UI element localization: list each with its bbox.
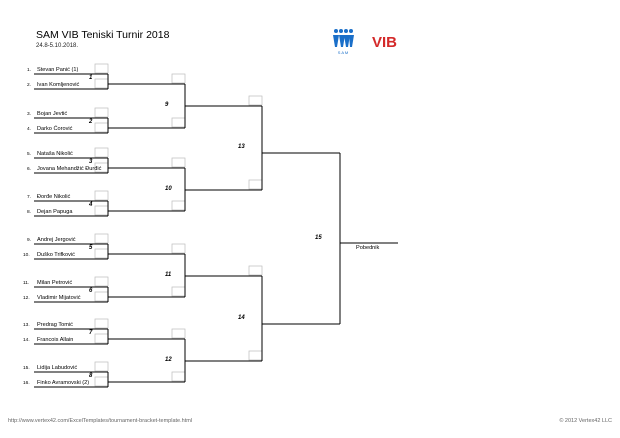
score-box[interactable] bbox=[94, 233, 109, 244]
player-seed: 3. bbox=[27, 112, 32, 117]
score-box[interactable] bbox=[171, 73, 186, 84]
player-name[interactable]: Nataša Nikolić bbox=[37, 151, 73, 157]
player-name[interactable]: Ivan Komljenović bbox=[37, 82, 80, 88]
match-number: 2 bbox=[89, 118, 93, 125]
player-seed: 2. bbox=[27, 83, 32, 88]
player-seed: 1. bbox=[27, 68, 32, 73]
score-box[interactable] bbox=[94, 291, 109, 302]
player-seed: 14. bbox=[23, 338, 30, 343]
sam-logo: S A M bbox=[333, 29, 354, 55]
score-box[interactable] bbox=[94, 63, 109, 74]
player-seed: 9. bbox=[27, 238, 32, 243]
score-box[interactable] bbox=[94, 248, 109, 259]
match-number: 14 bbox=[238, 314, 245, 321]
page-title: SAM VIB Teniski Turnir 2018 bbox=[36, 29, 170, 41]
player-name[interactable]: Francois Allain bbox=[37, 337, 74, 343]
player-name[interactable]: Andrej Jergović bbox=[37, 237, 76, 243]
score-box[interactable] bbox=[94, 333, 109, 344]
player-name[interactable]: Dejan Papuga bbox=[37, 209, 73, 215]
player-name[interactable]: Milan Petrović bbox=[37, 280, 73, 286]
score-box[interactable] bbox=[248, 179, 263, 190]
score-box[interactable] bbox=[248, 350, 263, 361]
player-seed: 6. bbox=[27, 167, 32, 172]
player-name[interactable]: Bojan Jevtić bbox=[37, 111, 68, 117]
tournament-dates: 24.8-5.10.2018. bbox=[36, 43, 79, 49]
match-number: 5 bbox=[89, 244, 93, 251]
player-name[interactable]: Darko Ćorović bbox=[37, 126, 73, 132]
score-box[interactable] bbox=[171, 371, 186, 382]
match-number: 13 bbox=[238, 144, 245, 150]
score-box[interactable] bbox=[171, 200, 186, 211]
match-number: 10 bbox=[165, 185, 172, 192]
score-box[interactable] bbox=[94, 107, 109, 118]
score-box[interactable] bbox=[94, 318, 109, 329]
match-number: 9 bbox=[165, 102, 169, 108]
match-number: 6 bbox=[89, 287, 93, 294]
player-name[interactable]: Finko Avramovski (2) bbox=[37, 380, 90, 386]
footer-copyright: © 2012 Vertex42 LLC bbox=[559, 418, 612, 424]
player-seed: 13. bbox=[23, 323, 30, 328]
score-box[interactable] bbox=[94, 205, 109, 216]
match-number: 15 bbox=[315, 234, 322, 241]
vib-logo: VIB bbox=[372, 34, 397, 51]
player-seed: 12. bbox=[23, 296, 30, 301]
player-seed: 7. bbox=[27, 195, 32, 200]
svg-text:VIB: VIB bbox=[372, 34, 397, 51]
score-box[interactable] bbox=[94, 276, 109, 287]
score-box[interactable] bbox=[171, 157, 186, 168]
footer-url[interactable]: http://www.vertex42.com/ExcelTemplates/t… bbox=[8, 418, 193, 424]
sponsor-logos: S A M VIB bbox=[333, 29, 397, 55]
player-seed: 4. bbox=[27, 127, 32, 132]
match-number: 11 bbox=[165, 271, 172, 278]
player-seed: 15. bbox=[23, 366, 30, 371]
score-box[interactable] bbox=[171, 328, 186, 339]
match-number: 8 bbox=[89, 372, 93, 379]
match-number: 12 bbox=[165, 356, 172, 363]
score-box[interactable] bbox=[248, 265, 263, 276]
score-box[interactable] bbox=[94, 147, 109, 158]
player-name[interactable]: Predrag Tomić bbox=[37, 322, 73, 328]
player-seed: 5. bbox=[27, 152, 32, 157]
match-number: 1 bbox=[89, 74, 93, 81]
winner-label: Pobednik bbox=[356, 245, 380, 251]
score-box[interactable] bbox=[171, 243, 186, 254]
score-box[interactable] bbox=[94, 122, 109, 133]
player-name[interactable]: Stevan Panić (1) bbox=[37, 67, 79, 73]
player-seed: 16. bbox=[23, 381, 30, 386]
player-seed: 10. bbox=[23, 253, 30, 258]
match-number: 3 bbox=[89, 158, 93, 165]
player-name[interactable]: Vladimir Mijatović bbox=[37, 295, 81, 301]
score-box[interactable] bbox=[171, 117, 186, 128]
player-name[interactable]: Duško Trifković bbox=[37, 252, 75, 258]
player-seed: 8. bbox=[27, 210, 32, 215]
player-name[interactable]: Đorđe Nikolić bbox=[37, 194, 71, 200]
score-box[interactable] bbox=[94, 376, 109, 387]
score-box[interactable] bbox=[248, 95, 263, 106]
score-box[interactable] bbox=[94, 78, 109, 89]
svg-text:S A M: S A M bbox=[338, 50, 348, 55]
player-name[interactable]: Jovana Mehandžić Đurđić bbox=[37, 166, 102, 172]
player-name[interactable]: Lidija Labudović bbox=[37, 365, 78, 371]
player-seed: 11. bbox=[23, 281, 30, 286]
score-box[interactable] bbox=[171, 286, 186, 297]
match-number: 7 bbox=[89, 329, 93, 336]
match-number: 4 bbox=[89, 201, 93, 208]
score-box[interactable] bbox=[94, 361, 109, 372]
score-box[interactable] bbox=[94, 190, 109, 201]
